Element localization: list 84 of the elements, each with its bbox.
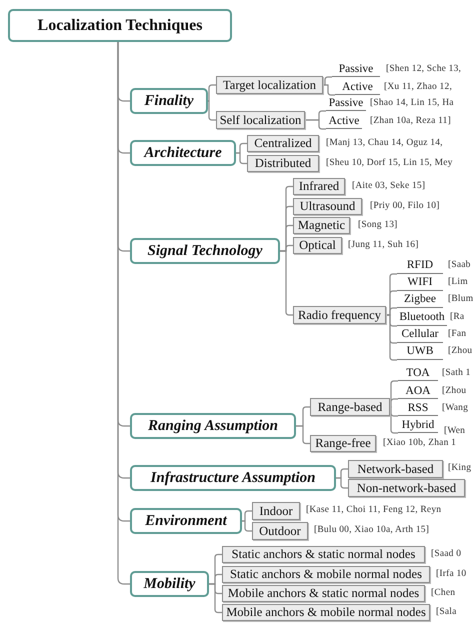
leaf-label: TOA	[398, 366, 438, 381]
category-box: Environment	[130, 508, 242, 534]
leaf-label: Cellular	[397, 327, 443, 343]
subcategory-box: Infrared	[293, 178, 345, 195]
citation-text: [Aite 03, Seke 15]	[352, 180, 426, 190]
citation-text: [Wang	[442, 402, 468, 412]
subcategory-box: Magnetic	[293, 217, 350, 234]
connector-line	[209, 583, 222, 614]
connector-line	[208, 84, 216, 102]
category-box: Finality	[130, 88, 208, 114]
citation-text: [Bulu 00, Xiao 10a, Arth 15]	[314, 525, 430, 535]
subcategory-box: Distributed	[247, 155, 319, 172]
subcategory-box: Self localization	[216, 111, 305, 129]
leaf-label: RFID	[397, 258, 443, 274]
category-box: Mobility	[130, 571, 209, 597]
category-box: Architecture	[130, 140, 236, 166]
citation-text: [Saab	[448, 260, 471, 270]
citation-text: [Saad 0	[431, 548, 462, 558]
citation-text: [Jung 11, Suh 16]	[348, 240, 419, 250]
subcategory-box: Target localization	[216, 76, 323, 94]
leaf-label: Zigbee	[397, 292, 443, 308]
connector-line	[296, 425, 310, 444]
leaf-label: Passive	[326, 96, 366, 111]
subcategory-box: Non-network-based	[348, 479, 465, 497]
subcategory-box: Range-based	[310, 398, 390, 416]
leaf-label: UWB	[397, 344, 443, 360]
subcategory-box: Network-based	[348, 460, 443, 478]
subcategory-box: Optical	[293, 237, 342, 254]
subcategory-box: Indoor	[252, 502, 300, 520]
leaf-label: RSS	[398, 401, 438, 416]
citation-text: [Fan	[448, 329, 466, 339]
title-box: Localization Techniques	[8, 9, 232, 42]
citation-text: [Zhan 10a, Reza 11]	[370, 116, 451, 126]
connector-line	[242, 510, 252, 522]
citation-text: [Zhou	[442, 386, 466, 396]
connector-line	[280, 250, 293, 316]
citation-text: [Song 13]	[358, 220, 398, 230]
citation-text: [Blum	[448, 294, 474, 304]
connector-line	[390, 398, 398, 408]
citation-text: [Xiao 10b, Zhan 1	[383, 438, 456, 448]
leaf-label: Bluetooth	[397, 310, 447, 326]
citation-text: [Priy 00, Filo 10]	[370, 200, 440, 210]
connector-line	[236, 152, 247, 164]
citation-text: [Sheu 10, Dorf 15, Lin 15, Mey	[326, 158, 453, 168]
subcategory-box: Static anchors & static normal nodes	[222, 546, 425, 563]
leaf-label: WIFI	[397, 275, 443, 291]
connector-line	[336, 477, 348, 489]
citation-text: [Chen	[431, 588, 456, 598]
leaf-label: Passive	[332, 62, 380, 77]
citation-text: [Ra	[450, 312, 464, 322]
citation-text: [Wen	[444, 426, 466, 436]
leaf-label: AOA	[398, 384, 438, 399]
category-box: Signal Technology	[130, 238, 280, 264]
connector-line	[208, 100, 216, 121]
citation-text: [Manj 13, Chau 14, Oguz 14,	[326, 138, 443, 148]
subcategory-box: Centralized	[247, 135, 319, 152]
leaf-label: Active	[326, 114, 362, 129]
category-box: Infrastructure Assumption	[130, 465, 336, 491]
subcategory-box: Range-free	[310, 435, 376, 452]
subcategory-box: Ultrasound	[293, 198, 362, 215]
leaf-label: Hybrid	[398, 418, 438, 433]
citation-text: [Sath 1	[442, 368, 471, 378]
leaf-label: Active	[335, 80, 380, 95]
citation-text: [Shao 14, Lin 15, Ha	[370, 98, 454, 108]
citation-text: [Shen 12, Sche 13,	[386, 64, 462, 74]
connector-line	[386, 314, 397, 361]
subcategory-box: Outdoor	[252, 522, 308, 540]
connector-line	[323, 84, 335, 96]
subcategory-box: Radio frequency	[293, 306, 386, 324]
connector-line	[242, 520, 252, 532]
connector-line	[305, 119, 326, 130]
connector-line	[323, 76, 332, 86]
citation-text: [Kase 11, Choi 11, Feng 12, Reyn	[306, 505, 442, 515]
citation-text: [Xu 11, Zhao 12,	[384, 82, 452, 92]
connector-line	[390, 406, 398, 434]
citation-text: [Sala	[436, 606, 457, 616]
subcategory-box: Static anchors & mobile normal nodes	[222, 566, 430, 583]
citation-text: [King	[448, 463, 472, 473]
subcategory-box: Mobile anchors & static normal nodes	[222, 585, 425, 602]
citation-text: [Zhou	[448, 346, 472, 356]
category-box: Ranging Assumption	[130, 413, 296, 439]
citation-text: [Irfa 10	[436, 568, 466, 578]
citation-text: [Lim	[448, 277, 468, 287]
subcategory-box: Mobile anchors & mobile normal nodes	[222, 604, 430, 621]
